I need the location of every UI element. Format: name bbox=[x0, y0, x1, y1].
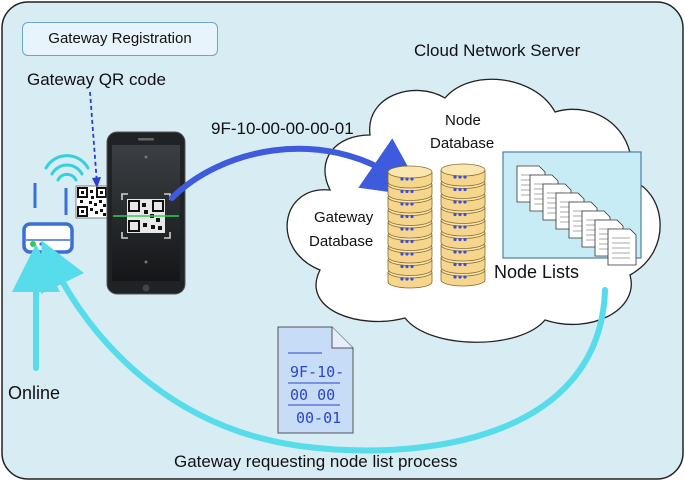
smartphone-icon bbox=[106, 131, 186, 295]
database-dot bbox=[405, 189, 409, 194]
database-dot bbox=[463, 212, 467, 217]
database-dot bbox=[405, 252, 409, 256]
database-dot bbox=[458, 175, 462, 179]
gateway-registration-title: Gateway Registration bbox=[22, 22, 218, 56]
wifi-icon bbox=[44, 154, 90, 182]
database-dot bbox=[405, 239, 409, 244]
database-dot bbox=[463, 250, 467, 254]
database-dot bbox=[453, 237, 457, 242]
node-database-stack bbox=[440, 163, 486, 287]
database-dot bbox=[453, 262, 457, 267]
database-dot bbox=[453, 175, 457, 179]
qr-pointer-line bbox=[89, 91, 98, 185]
database-dot bbox=[458, 212, 462, 217]
database-dot bbox=[405, 177, 409, 181]
gateway-database-label-line2: Database bbox=[309, 233, 374, 250]
document-line-3: 00-01 bbox=[296, 409, 341, 427]
database-dot bbox=[458, 187, 462, 192]
database-dot bbox=[458, 275, 462, 279]
database-dot bbox=[400, 227, 404, 231]
database-dot bbox=[405, 264, 409, 269]
database-dot bbox=[400, 277, 404, 281]
node-database-label-line2: Database bbox=[430, 135, 495, 152]
database-disk bbox=[440, 163, 486, 187]
database-dot bbox=[453, 225, 457, 229]
database-dot bbox=[463, 200, 467, 204]
process-label: Gateway requesting node list process bbox=[174, 452, 458, 471]
database-dot bbox=[400, 252, 404, 256]
database-dot bbox=[410, 277, 414, 281]
node-database-label-line1: Node bbox=[445, 112, 481, 129]
database-dot bbox=[400, 189, 404, 194]
database-dot bbox=[405, 227, 409, 231]
gateway-qr-code-label: Gateway QR code bbox=[27, 70, 166, 89]
cyan-return-arrow bbox=[40, 240, 608, 454]
database-dot bbox=[405, 202, 409, 206]
database-dot bbox=[458, 200, 462, 204]
database-dot bbox=[453, 275, 457, 279]
database-dot bbox=[410, 177, 414, 181]
document-stack-icon bbox=[516, 165, 637, 266]
database-dot bbox=[400, 177, 404, 181]
database-dot bbox=[453, 212, 457, 217]
database-dot bbox=[410, 252, 414, 256]
database-dot bbox=[458, 250, 462, 254]
database-dot bbox=[410, 189, 414, 194]
database-dot bbox=[458, 262, 462, 267]
database-dot bbox=[400, 214, 404, 219]
database-dot bbox=[453, 200, 457, 204]
database-dot bbox=[463, 262, 467, 267]
database-dot bbox=[463, 175, 467, 179]
database-disk bbox=[387, 165, 433, 189]
database-dot bbox=[400, 202, 404, 206]
database-dot bbox=[453, 187, 457, 192]
cloud-network-server-label: Cloud Network Server bbox=[414, 41, 581, 60]
database-dot bbox=[400, 264, 404, 269]
gateway-database-label-line1: Gateway bbox=[314, 209, 374, 226]
online-label: Online bbox=[8, 383, 61, 403]
blue-arrow-registration bbox=[169, 138, 425, 201]
database-dot bbox=[410, 214, 414, 219]
node-lists-label: Node Lists bbox=[494, 262, 580, 282]
database-dot bbox=[405, 214, 409, 219]
document-line-2: 00 00 bbox=[290, 386, 335, 404]
database-dot bbox=[410, 239, 414, 244]
qr-pointer-arrowhead bbox=[92, 177, 101, 188]
document-line-1: 9F-10- bbox=[290, 363, 344, 381]
database-dot bbox=[453, 250, 457, 254]
database-dot bbox=[463, 275, 467, 279]
database-dot bbox=[463, 237, 467, 242]
qr-code-icon bbox=[75, 185, 109, 219]
gateway-id-label: 9F-10-00-00-00-01 bbox=[211, 119, 354, 138]
database-dot bbox=[463, 187, 467, 192]
document-icon: 9F-10- 00 00 00-01 bbox=[277, 326, 354, 434]
database-dot bbox=[410, 227, 414, 231]
database-dot bbox=[458, 225, 462, 229]
database-dot bbox=[410, 202, 414, 206]
database-dot bbox=[458, 237, 462, 242]
database-dot bbox=[405, 277, 409, 281]
node-list-sheet bbox=[607, 228, 637, 266]
database-dot bbox=[410, 264, 414, 269]
gateway-database-stack bbox=[387, 165, 433, 289]
database-dot bbox=[463, 225, 467, 229]
database-dot bbox=[400, 239, 404, 244]
